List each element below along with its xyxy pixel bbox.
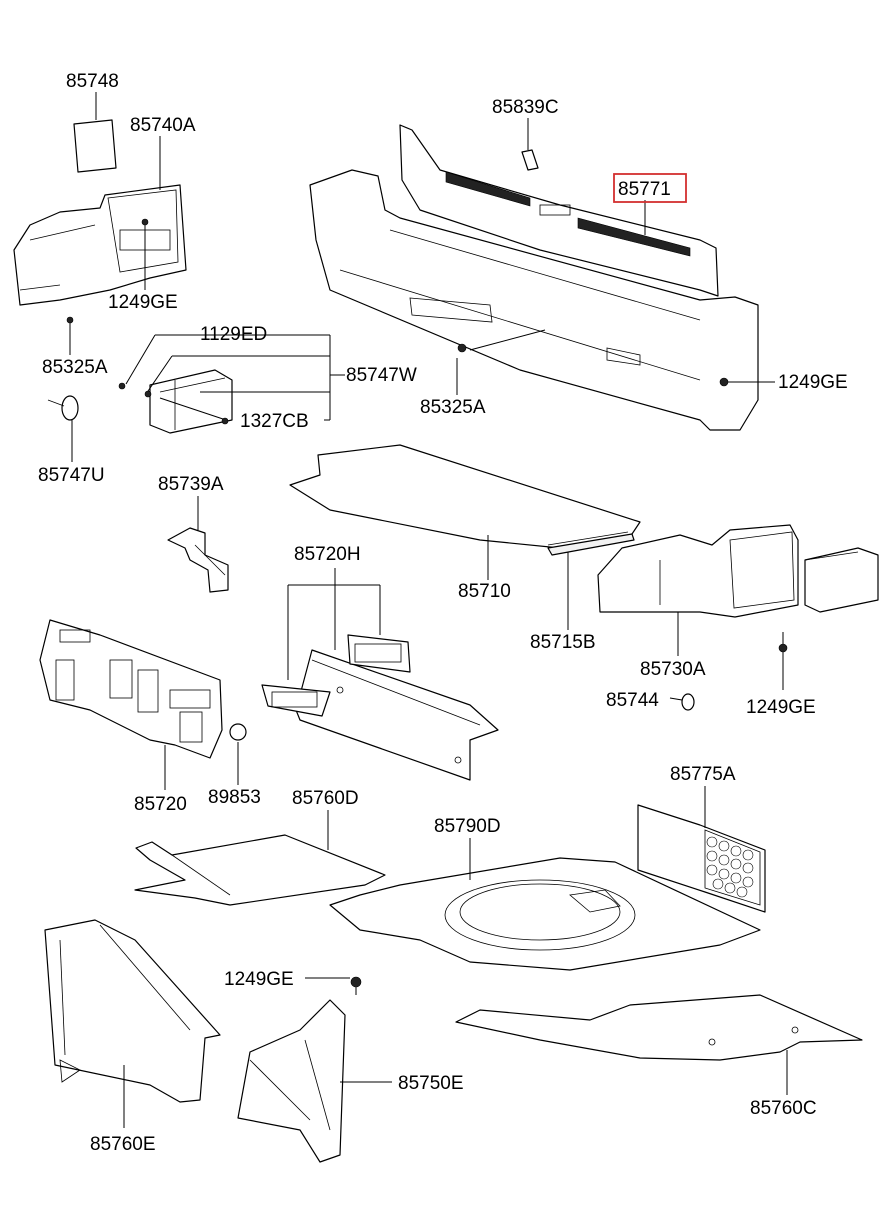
label-85775A[interactable]: 85775A [670,764,736,785]
label-85715B[interactable]: 85715B [530,632,596,653]
part-85720H-vent-right[interactable] [347,634,411,673]
part-85747W-bracket[interactable] [149,369,233,434]
label-1249GE-b[interactable]: 1249GE [778,372,848,393]
part-85775A-net[interactable] [637,804,766,913]
label-85720[interactable]: 85720 [134,794,187,815]
label-85740A[interactable]: 85740A [130,115,196,136]
part-85771-sill-trim[interactable] [399,124,719,297]
labels: 85748 85740A 85839C 85771 1249GE 85325A … [38,71,848,1155]
part-85748-pad[interactable] [73,119,117,173]
part-85720H-vent-left[interactable] [261,684,331,717]
label-85747W[interactable]: 85747W [346,365,417,386]
label-85760D[interactable]: 85760D [292,788,359,809]
part-85760E-side-trim[interactable] [44,919,221,1103]
label-85790D[interactable]: 85790D [434,816,501,837]
part-85760C-floor-panel[interactable] [455,994,863,1061]
label-1249GE-c[interactable]: 1249GE [746,697,816,718]
label-85748[interactable]: 85748 [66,71,119,92]
label-85744[interactable]: 85744 [606,690,659,711]
part-85715B-strip[interactable] [547,533,635,556]
part-85710-trunk-panel[interactable] [309,169,759,431]
part-89853-clip[interactable] [229,723,247,741]
part-85710-shelf[interactable] [289,444,641,549]
label-85771[interactable]: 85771 [618,179,671,200]
label-85739A[interactable]: 85739A [158,474,224,495]
part-85750E-side-trim[interactable] [237,999,346,1163]
part-85760D-floor-panel[interactable] [134,834,386,906]
part-85747U-clip[interactable] [47,395,79,421]
label-85750E[interactable]: 85750E [398,1073,464,1094]
part-1249GE-bolt-d[interactable] [350,976,362,995]
label-85325A-a[interactable]: 85325A [42,357,108,378]
part-85790D-floor-mat[interactable] [329,857,761,971]
label-85747U[interactable]: 85747U [38,465,105,486]
label-89853[interactable]: 89853 [208,787,261,808]
label-85325A-b[interactable]: 85325A [420,397,486,418]
part-85740A-side-trim[interactable] [13,184,187,306]
part-85720H-panel[interactable] [295,649,499,781]
highlight-box-85771 [613,173,687,203]
label-85760C[interactable]: 85760C [750,1098,817,1119]
label-85720H[interactable]: 85720H [294,544,361,565]
label-85760E[interactable]: 85760E [90,1134,156,1155]
label-1249GE-a[interactable]: 1249GE [108,292,178,313]
label-1327CB[interactable]: 1327CB [240,411,309,432]
part-85839C-clip[interactable] [521,149,539,171]
label-85710[interactable]: 85710 [458,581,511,602]
label-1249GE-d[interactable]: 1249GE [224,969,294,990]
label-1129ED[interactable]: 1129ED [200,324,267,345]
part-85730A-side-trim[interactable] [597,524,799,618]
part-85744-clip[interactable] [681,693,695,711]
part-85720-panel[interactable] [39,619,223,759]
part-85739A-bracket[interactable] [167,527,229,593]
label-85839C[interactable]: 85839C [492,97,559,118]
part-85730A-pad[interactable] [804,547,879,613]
label-85730A[interactable]: 85730A [640,659,706,680]
